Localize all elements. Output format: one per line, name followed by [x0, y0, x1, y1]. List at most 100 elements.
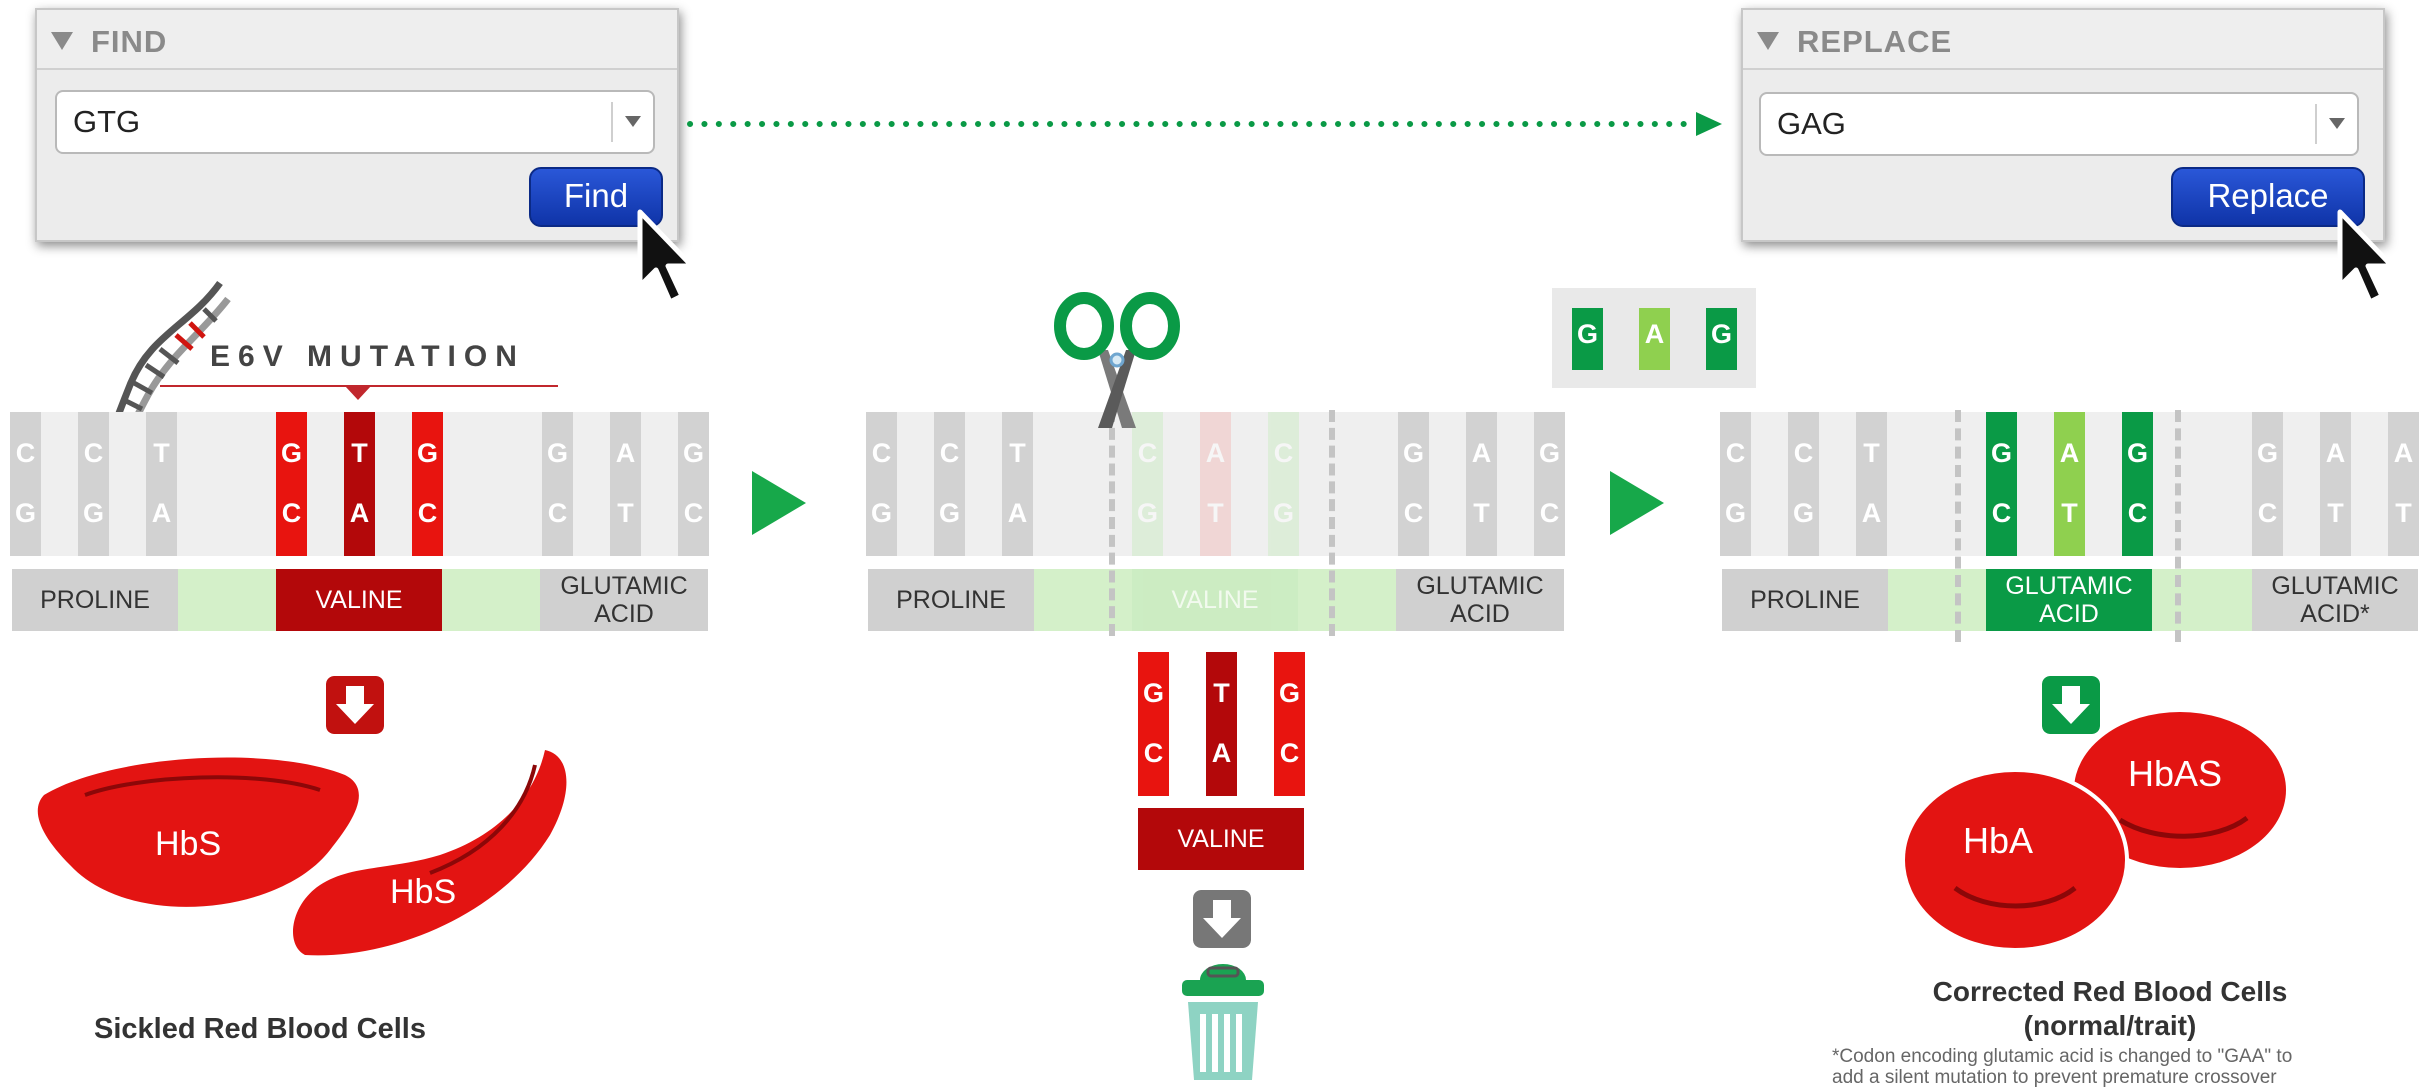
red-blood-cells: [1901, 712, 2286, 952]
amino-acid-valine-faded: VALINE: [1132, 569, 1298, 631]
find-input[interactable]: GTG: [55, 90, 655, 154]
nucleotide-letter: T: [1207, 498, 1224, 528]
nucleotide-letter: C: [683, 498, 704, 528]
cut-line: [2175, 410, 2181, 642]
nucleotide-letter: A: [2393, 438, 2414, 468]
sickle-cells: [37, 750, 567, 956]
find-panel-title: FIND: [91, 24, 168, 59]
nucleotide-letter: A: [1471, 438, 1492, 468]
nucleotide-letter: C: [1991, 498, 2012, 528]
nucleotide-letter: G: [1710, 319, 1732, 349]
nucleotide-letter: G: [2256, 438, 2278, 468]
nucleotide-letter: G: [2126, 438, 2148, 468]
nucleotide-letter: G: [1792, 498, 1814, 528]
cursor-icon: [2337, 209, 2395, 305]
nucleotide-letter: A: [1211, 738, 1232, 768]
nucleotide-letter: A: [615, 438, 636, 468]
nucleotide-letter: C: [1137, 438, 1158, 468]
donor-nucleotide: G: [1572, 308, 1603, 370]
find-panel-header[interactable]: FIND: [37, 10, 677, 70]
nucleotide-letter: C: [939, 438, 960, 468]
nucleotide-letter: G: [546, 438, 568, 468]
donor-nucleotide: G: [1706, 308, 1737, 370]
replace-panel: REPLACE GAG Replace: [1741, 8, 2385, 242]
nucleotide-letter: T: [1863, 438, 1880, 468]
nucleotide-letter: T: [1009, 438, 1026, 468]
nucleotide-letter: G: [14, 498, 36, 528]
down-arrow-icon: [2042, 676, 2100, 734]
replace-input[interactable]: GAG: [1759, 92, 2359, 156]
nucleotide-letter: T: [2061, 498, 2078, 528]
nucleotide-letter: T: [2395, 498, 2412, 528]
mutation-pointer: [345, 386, 371, 400]
nucleotide-letter: C: [83, 438, 104, 468]
find-panel: FIND GTG Find: [35, 8, 679, 242]
amino-acid-glutamic-acid-silent: GLUTAMIC ACID*: [2252, 569, 2418, 631]
dropdown-arrow-icon[interactable]: [2329, 118, 2345, 129]
nucleotide-letter: C: [1403, 498, 1424, 528]
amino-acid-glutamic-acid: GLUTAMIC ACID: [540, 569, 708, 631]
footnote: *Codon encoding glutamic acid is changed…: [1832, 1046, 2293, 1067]
nucleotide-letter: G: [1272, 498, 1294, 528]
nucleotide-letter: G: [82, 498, 104, 528]
find-input-value[interactable]: GTG: [73, 104, 141, 139]
nucleotide-letter: G: [870, 498, 892, 528]
dropdown-arrow-icon[interactable]: [625, 116, 641, 127]
footnote: add a silent mutation to prevent prematu…: [1832, 1067, 2277, 1088]
nucleotide-letter: G: [1278, 678, 1300, 708]
right-arrow-icon: [1610, 471, 1664, 535]
amino-acid-proline: PROLINE: [12, 569, 178, 631]
amino-acid-valine: VALINE: [276, 569, 442, 631]
find-button[interactable]: Find: [529, 167, 663, 227]
nucleotide-letter: T: [617, 498, 634, 528]
nucleotide-letter: G: [1402, 438, 1424, 468]
amino-acid-proline: PROLINE: [868, 569, 1034, 631]
cut-line: [1109, 410, 1115, 636]
nucleotide-letter: C: [417, 498, 438, 528]
cell-label: HbS: [155, 825, 222, 863]
down-arrow-icon: [326, 676, 384, 734]
nucleotide-letter: G: [1136, 498, 1158, 528]
replace-input-value[interactable]: GAG: [1777, 106, 1846, 141]
scissors-icon: [1054, 292, 1180, 428]
caption-corrected-cells: Corrected Red Blood Cells: [1932, 976, 2288, 1007]
replace-button[interactable]: Replace: [2171, 167, 2365, 227]
nucleotide-letter: T: [153, 438, 170, 468]
cell-label: HbS: [390, 873, 457, 911]
nucleotide-letter: C: [1793, 438, 1814, 468]
nucleotide-letter: C: [1725, 438, 1746, 468]
nucleotide-letter: G: [416, 438, 438, 468]
collapse-triangle-icon[interactable]: [51, 32, 73, 50]
cell-label: HbA: [1963, 820, 2034, 861]
caption-sickled-cells: Sickled Red Blood Cells: [94, 1013, 426, 1045]
amino-acid-spacer: [178, 569, 276, 631]
collapse-triangle-icon[interactable]: [1757, 32, 1779, 50]
nucleotide-letter: C: [1279, 738, 1300, 768]
excised-valine: VALINE: [1138, 808, 1304, 870]
middle-dna-strip: [868, 412, 1564, 556]
combo-separator: [2315, 104, 2317, 144]
nucleotide-letter: C: [281, 498, 302, 528]
nucleotide-letter: C: [1273, 438, 1294, 468]
nucleotide-letter: C: [547, 498, 568, 528]
nucleotide-letter: G: [682, 438, 704, 468]
nucleotide-letter: A: [1861, 498, 1882, 528]
replace-panel-title: REPLACE: [1797, 24, 1953, 59]
replace-panel-header[interactable]: REPLACE: [1743, 10, 2383, 70]
nucleotide-letter: T: [351, 438, 368, 468]
